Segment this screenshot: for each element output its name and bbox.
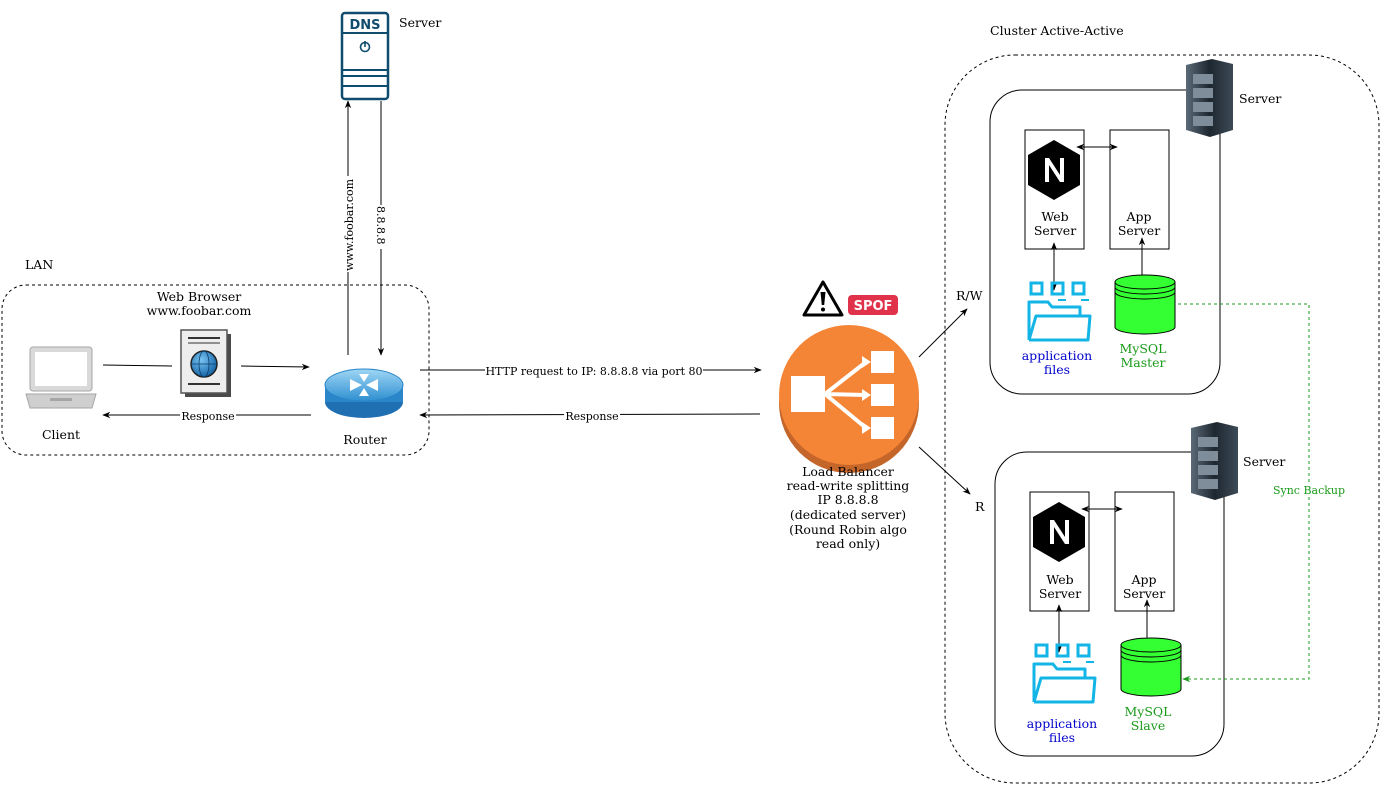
cluster-group-label: Cluster Active-Active <box>990 23 1124 38</box>
mysql-database-icon[interactable] <box>1120 637 1182 697</box>
nginx-icon <box>1033 502 1085 562</box>
lb-label-line6: read only) <box>816 536 880 551</box>
mysql-label-line2: Master <box>1120 355 1165 370</box>
lb-to-master-edge <box>918 308 968 358</box>
router-label: Router <box>343 432 386 447</box>
client-response-label: Response <box>181 410 234 423</box>
laptop-icon[interactable] <box>25 346 97 409</box>
mysql-label-line1: MySQL <box>1125 704 1172 719</box>
server-label: Server <box>1239 91 1281 106</box>
app-server-label-line2: Server <box>1123 586 1165 601</box>
rw-label: R/W <box>956 288 983 303</box>
cluster-group-boundary <box>944 54 1380 784</box>
lb-label-line1: Load Balancer <box>802 464 894 479</box>
server-node-master: Server Web Server App Server application… <box>989 59 1281 395</box>
dns-query-label: www.foobar.com <box>343 178 356 271</box>
app-server-label-line2: Server <box>1118 223 1160 238</box>
web-server-label-line2: Server <box>1039 586 1081 601</box>
files-label-line1: application <box>1022 348 1093 363</box>
spof-badge <box>848 295 898 315</box>
load-balancer-icon[interactable] <box>779 325 919 473</box>
lb-label-line4: (dedicated server) <box>790 507 906 522</box>
app-server-label-line1: App <box>1125 209 1151 224</box>
server-rack-icon <box>1186 59 1233 137</box>
server-node-slave: Server Web Server App Server application… <box>994 422 1285 757</box>
client-to-browser-edge <box>102 364 173 367</box>
lb-label-line3: IP 8.8.8.8 <box>817 492 878 507</box>
files-label-line2: files <box>1049 730 1075 745</box>
browser-label-line1: Web Browser <box>157 289 241 304</box>
dns-server-icon[interactable] <box>340 11 390 101</box>
r-label: R <box>975 499 985 514</box>
files-label-line1: application <box>1027 716 1098 731</box>
client-label: Client <box>42 427 80 442</box>
load-balancer-label: Load Balancer read-write splitting IP 8.… <box>787 464 910 551</box>
app-server-box[interactable] <box>1109 129 1170 250</box>
server-label: Server <box>1243 454 1285 469</box>
router-icon[interactable] <box>324 368 404 418</box>
lan-group-label: LAN <box>25 257 53 272</box>
mysql-database-icon[interactable] <box>1114 274 1176 335</box>
spof-badge-text: SPOF <box>854 299 893 314</box>
application-files-icon[interactable] <box>1027 281 1092 342</box>
app-server-box[interactable] <box>1114 491 1175 612</box>
lb-label-line2: read-write splitting <box>787 478 910 493</box>
web-server-label-line2: Server <box>1034 223 1076 238</box>
browser-label-line2: www.foobar.com <box>147 303 252 318</box>
nginx-icon <box>1028 140 1080 200</box>
dns-answer-label: 8.8.8.8 <box>374 206 387 244</box>
web-browser-icon[interactable] <box>180 329 231 397</box>
lb-label-line5: (Round Robin algo <box>789 522 907 537</box>
mysql-label-line1: MySQL <box>1120 341 1167 356</box>
web-server-label-line1: Web <box>1041 209 1068 224</box>
http-request-label: HTTP request to IP: 8.8.8.8 via port 80 <box>485 365 702 378</box>
application-files-icon[interactable] <box>1032 643 1097 704</box>
server-rack-icon <box>1191 422 1238 500</box>
server-box <box>994 451 1225 757</box>
mysql-label-line2: Slave <box>1131 718 1165 733</box>
files-label-line2: files <box>1044 362 1070 377</box>
sync-backup-label: Sync Backup <box>1273 484 1345 497</box>
dns-badge: DNS <box>349 18 380 33</box>
dns-server-label: Server <box>399 15 441 30</box>
lb-response-label: Response <box>565 410 618 423</box>
warning-icon <box>802 280 844 317</box>
web-server-label-line1: Web <box>1046 572 1073 587</box>
app-server-label-line1: App <box>1130 572 1156 587</box>
browser-to-router-edge <box>240 363 310 371</box>
